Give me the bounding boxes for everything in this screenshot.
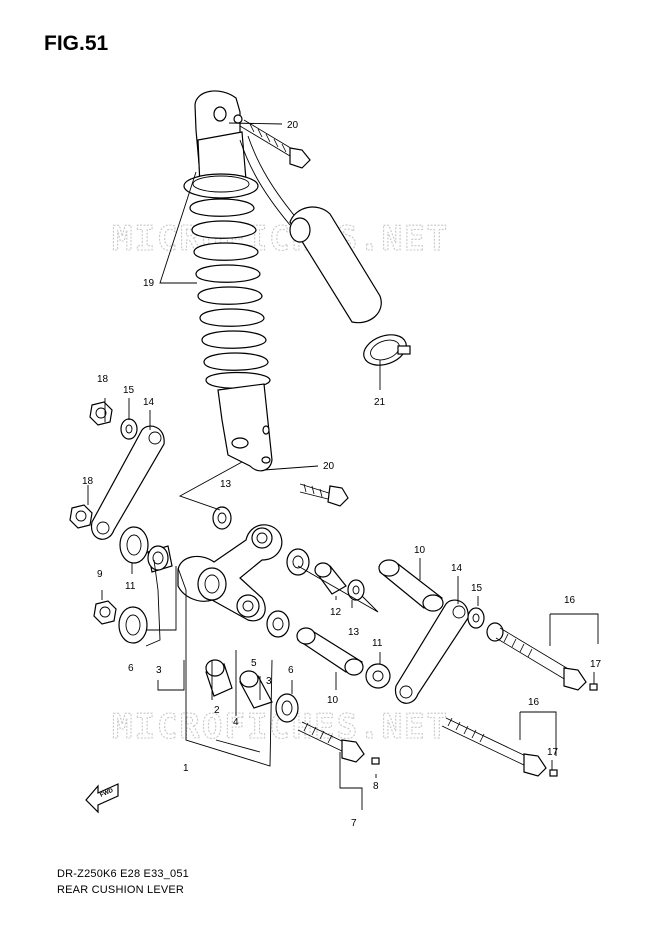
- spacer-13-upper[interactable]: [212, 506, 232, 530]
- bearing-3-right[interactable]: [286, 548, 310, 576]
- bolt-16-lower[interactable]: [441, 717, 547, 777]
- callout-16-upper[interactable]: 16: [564, 595, 576, 606]
- callout-21[interactable]: 21: [374, 397, 386, 408]
- dust-seal-6-right[interactable]: [275, 693, 299, 723]
- callout-19[interactable]: 19: [143, 278, 155, 289]
- spacer-12[interactable]: [314, 562, 347, 595]
- dust-seal-11-right[interactable]: [365, 663, 391, 689]
- rear-cushion-lever[interactable]: [177, 524, 283, 622]
- washer-15-right[interactable]: [467, 607, 485, 629]
- callout-7[interactable]: 7: [351, 818, 357, 829]
- callout-9[interactable]: 9: [97, 569, 103, 580]
- grease-nipple-17-upper[interactable]: [589, 683, 598, 691]
- leader-lines: [87, 122, 599, 810]
- forward-arrow-icon: FWD: [85, 783, 119, 814]
- fwd-label: FWD: [99, 788, 115, 799]
- coil-spring: [189, 198, 271, 389]
- grease-nipple-17-lower[interactable]: [549, 769, 558, 777]
- nut-18-lower[interactable]: [69, 504, 93, 529]
- reservoir-band-clamp[interactable]: [360, 329, 411, 370]
- callout-11-right[interactable]: 11: [372, 638, 383, 649]
- callout-10-upper[interactable]: 10: [414, 545, 426, 556]
- callout-18-upper[interactable]: 18: [97, 374, 109, 385]
- washer-15-left[interactable]: [120, 418, 138, 440]
- callout-labels: 1 2 3 3 4 5 6 6 7 8 9 10 10 11 11 12 13 …: [82, 120, 602, 829]
- cushion-rod-left[interactable]: [90, 425, 165, 540]
- callout-20-lower[interactable]: 20: [323, 461, 335, 472]
- callout-3-left[interactable]: 3: [156, 665, 162, 676]
- callout-2[interactable]: 2: [214, 705, 220, 716]
- figure-title: FIG.51: [44, 32, 109, 55]
- callout-4[interactable]: 4: [233, 717, 239, 728]
- spacer-5[interactable]: [239, 670, 273, 709]
- watermark-top: MICROFICHES.NET: [112, 219, 449, 259]
- callout-15-right[interactable]: 15: [471, 583, 483, 594]
- spacer-10-upper[interactable]: [378, 559, 444, 612]
- callout-17-lower[interactable]: 17: [547, 747, 559, 758]
- callout-20-upper[interactable]: 20: [287, 120, 299, 131]
- callout-14-left[interactable]: 14: [143, 397, 155, 408]
- callout-1[interactable]: 1: [183, 763, 189, 774]
- washer-13-right[interactable]: [347, 579, 365, 601]
- shock-lower-bolt[interactable]: [299, 483, 349, 507]
- bearing-3-lower[interactable]: [266, 610, 290, 638]
- nut-9[interactable]: [93, 600, 117, 625]
- dust-seal-6-left[interactable]: [118, 606, 148, 644]
- callout-15-left[interactable]: 15: [123, 385, 135, 396]
- grease-nipple-8[interactable]: [371, 757, 380, 765]
- bearing-3-upper[interactable]: [147, 545, 173, 573]
- callout-11-left[interactable]: 11: [125, 581, 136, 592]
- callout-18-lower[interactable]: 18: [82, 476, 94, 487]
- nut-18-upper[interactable]: [89, 401, 113, 426]
- diagram-name: REAR CUSHION LEVER: [57, 884, 185, 896]
- callout-6-right[interactable]: 6: [288, 665, 294, 676]
- rear-shock-absorber[interactable]: [183, 90, 382, 472]
- diagram-code: DR-Z250K6 E28 E33_051: [57, 868, 190, 880]
- callout-12[interactable]: 12: [330, 607, 342, 618]
- cushion-rod-right[interactable]: [394, 599, 469, 704]
- spacer-10-lower[interactable]: [296, 627, 364, 676]
- callout-17-upper[interactable]: 17: [590, 659, 602, 670]
- callout-13-upper[interactable]: 13: [220, 479, 232, 490]
- callout-14-right[interactable]: 14: [451, 563, 463, 574]
- bolt-16-upper[interactable]: [486, 622, 587, 691]
- callout-8[interactable]: 8: [373, 781, 379, 792]
- callout-10-lower[interactable]: 10: [327, 695, 339, 706]
- callout-6-left[interactable]: 6: [128, 663, 134, 674]
- shock-upper-bolt[interactable]: [233, 114, 311, 169]
- dust-seal-11-left[interactable]: [119, 526, 149, 564]
- callout-16-lower[interactable]: 16: [528, 697, 540, 708]
- bolt-7[interactable]: [297, 721, 365, 763]
- callout-5[interactable]: 5: [251, 658, 257, 669]
- callout-13-lower[interactable]: 13: [348, 627, 360, 638]
- spacer-2[interactable]: [205, 659, 233, 697]
- callout-3-right[interactable]: 3: [266, 676, 272, 687]
